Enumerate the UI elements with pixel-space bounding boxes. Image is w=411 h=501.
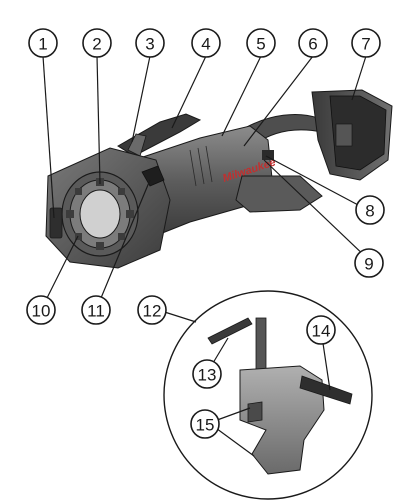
svg-text:10: 10 — [32, 302, 51, 321]
callout-9: 9 — [354, 248, 384, 278]
svg-text:13: 13 — [198, 366, 217, 385]
svg-text:14: 14 — [312, 322, 331, 341]
callout-8: 8 — [355, 195, 385, 225]
callout-7: 7 — [351, 28, 381, 58]
callout-2: 2 — [82, 28, 112, 58]
callout-13: 13 — [192, 359, 222, 389]
direction-switch — [262, 150, 274, 160]
svg-text:8: 8 — [365, 202, 374, 221]
die-release-lever — [49, 207, 63, 239]
switch-button — [141, 165, 165, 187]
support-clamp — [207, 317, 353, 475]
callout-12: 12 — [137, 295, 167, 325]
svg-text:11: 11 — [87, 302, 105, 321]
callout-1: 1 — [28, 28, 58, 58]
svg-text:15: 15 — [196, 416, 215, 435]
svg-text:2: 2 — [92, 35, 101, 54]
callout-5: 5 — [246, 28, 276, 58]
svg-text:4: 4 — [201, 35, 210, 54]
callout-4: 4 — [191, 28, 221, 58]
callout-10: 10 — [26, 295, 56, 325]
svg-text:12: 12 — [143, 302, 162, 321]
callout-3: 3 — [135, 28, 165, 58]
die-head-bore — [79, 189, 121, 239]
callout-11: 11 — [81, 295, 111, 325]
clamp-jaw — [247, 401, 263, 423]
pipe-threader-tool: Milwaukee — [45, 89, 393, 269]
lower-support — [235, 175, 323, 213]
battery-pack — [311, 89, 393, 181]
svg-text:6: 6 — [308, 35, 317, 54]
clamp-body — [239, 365, 325, 475]
handle-strut — [127, 133, 147, 157]
clamp-arm — [299, 375, 353, 405]
svg-text:7: 7 — [361, 35, 370, 54]
callout-14: 14 — [306, 315, 336, 345]
callout-6: 6 — [298, 28, 328, 58]
svg-text:1: 1 — [38, 35, 47, 54]
callout-15: 15 — [190, 409, 220, 439]
vent-lines — [189, 145, 213, 187]
svg-text:9: 9 — [364, 255, 373, 274]
svg-text:3: 3 — [145, 35, 154, 54]
t-handle-bar — [207, 317, 253, 345]
svg-text:5: 5 — [256, 35, 265, 54]
